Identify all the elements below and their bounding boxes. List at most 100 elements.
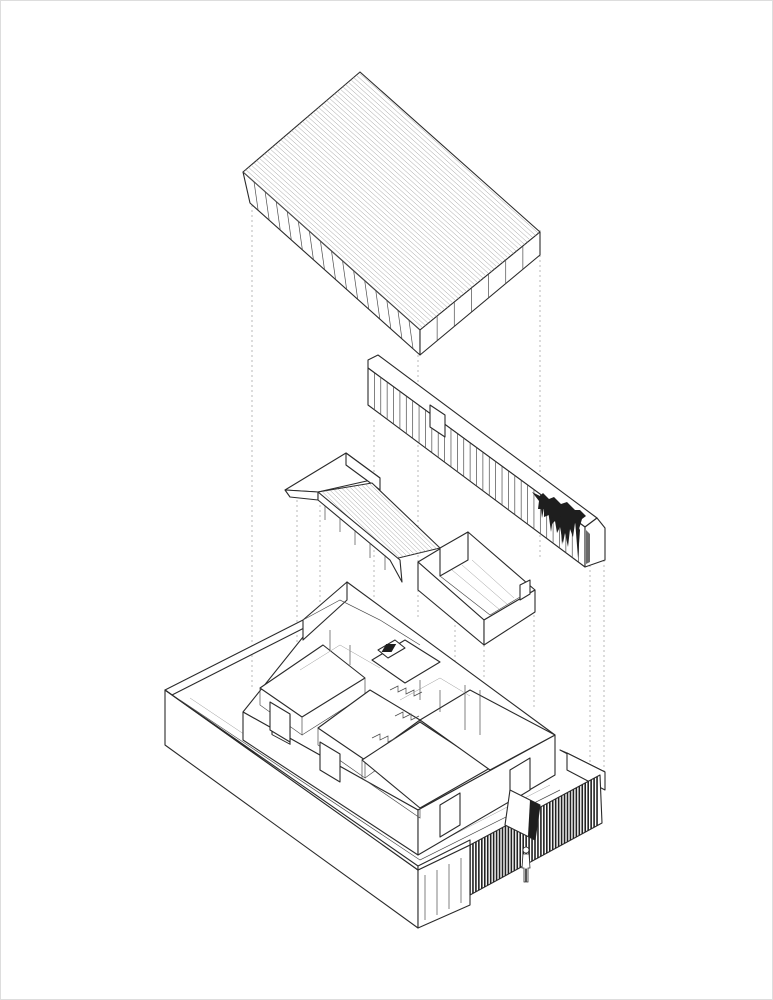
roof-hatch-line <box>247 133 465 328</box>
roof-hatch-line <box>506 72 540 107</box>
deck-board <box>329 490 401 559</box>
roof-hatch-line <box>271 112 489 307</box>
roof-hatch-line <box>330 72 540 257</box>
roof-hatch-line <box>428 72 540 174</box>
roof-slat <box>309 231 314 260</box>
roof-hatch-line <box>244 135 462 330</box>
roof-hatch-line <box>314 75 532 270</box>
roof-hatch-line <box>243 142 454 330</box>
roof-hatch-line <box>243 151 443 330</box>
roof-hatch-line <box>322 72 540 264</box>
roof-hatch-line <box>266 117 484 312</box>
roof-hatch-line <box>484 72 540 126</box>
roof-hatch-line <box>471 72 540 137</box>
roof-hatch-line <box>320 72 538 266</box>
deck-board <box>341 488 413 557</box>
roof-hatch-line <box>255 126 473 321</box>
roof-hatch-line <box>268 114 487 310</box>
screen-wall-with-planting <box>367 354 606 568</box>
roof-hatch-line <box>479 72 540 130</box>
upper-deck-front <box>317 491 403 583</box>
roof-hatch-line <box>438 72 540 165</box>
screen-wall-top <box>367 354 598 528</box>
roof-hatch-line <box>482 72 540 128</box>
roof-hatch-line <box>328 72 540 259</box>
roof-hatch-line <box>476 72 540 132</box>
roof-slat <box>375 290 381 319</box>
roof-hatch-line <box>463 72 540 144</box>
roof-hatch-line <box>430 72 540 172</box>
roof-slat <box>342 260 347 289</box>
roof-hatch-line <box>249 130 468 326</box>
roof-slat <box>408 320 414 349</box>
roof-slat <box>331 250 336 280</box>
roof-hatch-line <box>441 72 540 162</box>
roof-hatch-line <box>306 82 524 277</box>
roof-hatch-line <box>333 72 540 254</box>
roof-slat <box>264 191 270 220</box>
roof-slat <box>353 270 358 299</box>
roof-hatch-line <box>274 110 492 305</box>
roof-hatch-line <box>309 80 527 275</box>
roof-hatch-line <box>517 72 540 98</box>
roof-slat <box>286 211 292 240</box>
roof-hatch-line <box>243 137 460 330</box>
roof-hatch-line <box>425 72 540 176</box>
deck-board <box>365 484 437 553</box>
roof-hatch-line <box>465 72 540 142</box>
roof-hatch-line <box>487 72 540 123</box>
roof-module <box>242 71 541 356</box>
roof-hatch-line <box>276 107 495 303</box>
roof-slat <box>275 201 281 230</box>
roof-hatch-line <box>455 72 540 151</box>
hanging-plants <box>532 492 590 564</box>
entrance-screen-gate <box>469 774 603 896</box>
roof-hatch-line <box>436 72 540 167</box>
roof-hatch-line <box>492 72 540 119</box>
roof-hatch-line <box>433 72 540 169</box>
roof-hatch-line <box>514 72 540 100</box>
ground-floor-plan-volume <box>179 581 561 861</box>
deck-board <box>349 487 421 556</box>
deck-board <box>353 486 425 555</box>
roof-slat <box>364 280 370 309</box>
kitchen-grid <box>381 644 397 652</box>
roof-hatch-line <box>295 91 514 287</box>
perimeter-wall <box>164 619 606 929</box>
roof-slat <box>386 300 392 329</box>
roof-hatch-line <box>325 72 540 261</box>
screen-wall-opening <box>429 404 446 438</box>
roof-hatch-line <box>303 84 522 280</box>
deck-board <box>337 488 409 558</box>
roof-slat <box>320 241 325 270</box>
roof-hatch-line <box>490 72 540 121</box>
roof-hatch-line <box>468 72 540 139</box>
human-figure <box>521 846 531 883</box>
roof-hatch-line <box>293 94 511 289</box>
roof-hatch-line <box>317 73 535 268</box>
roof-hatch-line <box>511 72 540 103</box>
roof-hatch-line <box>338 72 540 250</box>
deck-board <box>369 484 440 553</box>
roof-hatch-line <box>282 103 500 298</box>
deck-board <box>357 485 429 555</box>
roof-hatch-line <box>509 72 540 105</box>
roof-hatch-line <box>422 72 540 178</box>
roof-hatch-line <box>257 123 476 319</box>
roof-hatch-line <box>301 87 519 282</box>
roof-hatch-line <box>243 146 449 330</box>
roof-hatch-line <box>287 98 505 293</box>
roof-hatch-line <box>243 144 451 330</box>
deck-board <box>345 487 417 556</box>
roof-hatch-line <box>263 119 481 314</box>
roof-hatch-line <box>495 72 540 116</box>
roof-hatch-line <box>336 72 540 252</box>
roof-hatch-line <box>473 72 540 135</box>
roof-hatch-line <box>243 149 446 330</box>
roof-hatch-line <box>503 72 540 109</box>
roof-hatch-line <box>243 140 457 330</box>
roof-hatch-line <box>290 96 508 291</box>
window-left-room <box>269 701 291 743</box>
roof-hatch-line <box>311 77 530 273</box>
